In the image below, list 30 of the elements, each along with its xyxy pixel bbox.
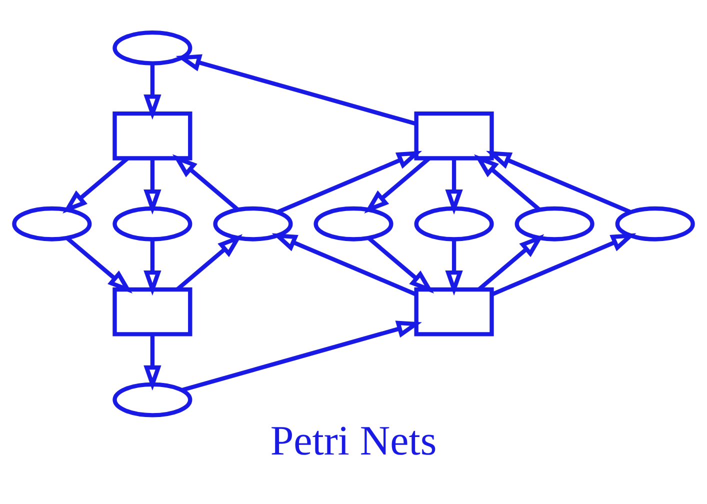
arrow xyxy=(144,158,162,214)
arrow xyxy=(445,158,463,214)
caption: Petri Nets xyxy=(270,418,437,464)
node-ellipse xyxy=(12,206,92,241)
arrow xyxy=(144,62,162,120)
arrow xyxy=(66,236,132,294)
arrow xyxy=(144,238,162,296)
arrow xyxy=(172,154,239,210)
arrow xyxy=(272,232,417,296)
node-box xyxy=(112,110,192,160)
node-ellipse xyxy=(112,382,192,417)
node-box xyxy=(112,286,192,336)
arrow xyxy=(276,150,422,214)
arrow xyxy=(486,150,632,214)
node-box xyxy=(414,286,494,336)
arrow xyxy=(181,320,422,392)
node-ellipse xyxy=(314,206,394,241)
node-ellipse xyxy=(112,30,192,65)
node-ellipse xyxy=(213,206,293,241)
arrow xyxy=(144,334,162,390)
arrow xyxy=(445,238,463,296)
node-ellipse xyxy=(615,206,695,241)
node-ellipse xyxy=(514,206,594,241)
arrow xyxy=(474,154,540,210)
arrow xyxy=(367,236,434,294)
node-ellipse xyxy=(112,206,192,241)
arrow xyxy=(491,232,636,296)
node-ellipse xyxy=(414,206,494,241)
node-box xyxy=(414,110,494,160)
arrow xyxy=(176,54,417,126)
